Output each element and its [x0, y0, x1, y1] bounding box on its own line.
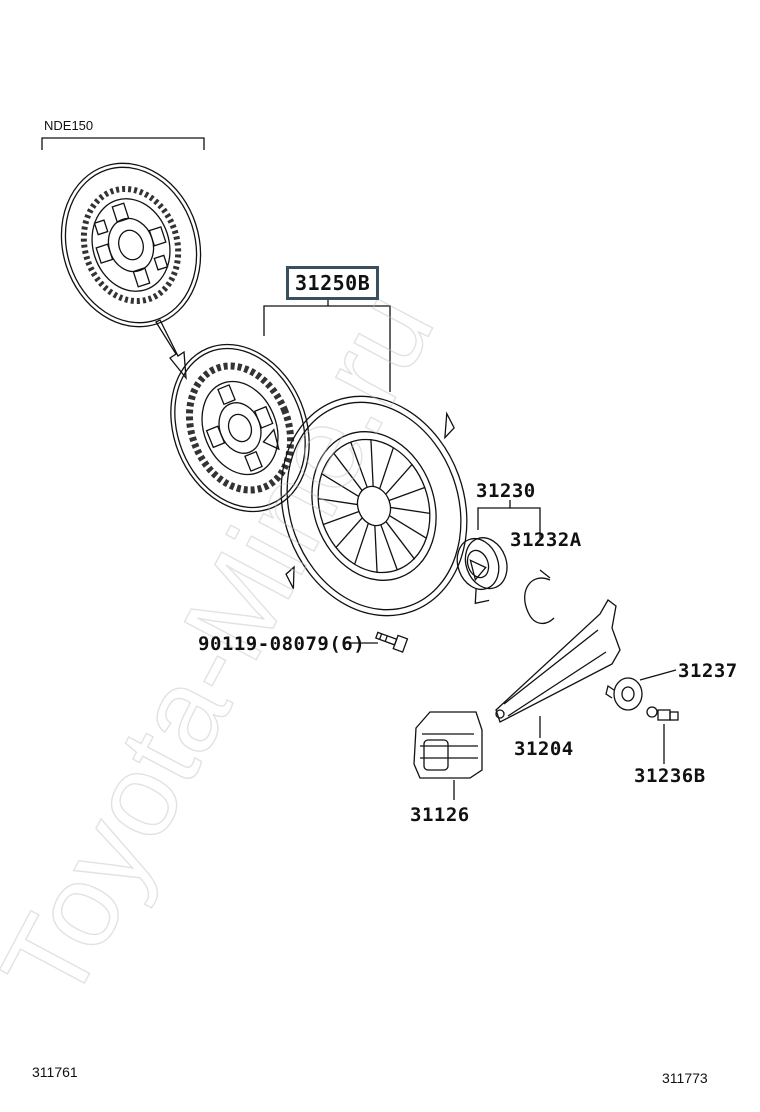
release-bearing [456, 537, 508, 605]
ball-stud [646, 706, 679, 721]
bolt [374, 631, 409, 653]
part-31204[interactable]: 31204 [514, 738, 574, 760]
part-31230[interactable]: 31230 [476, 480, 536, 502]
part-31237[interactable]: 31237 [678, 660, 738, 682]
part-31126[interactable]: 31126 [410, 804, 470, 826]
bearing-bracket [477, 500, 541, 540]
clutch-disc [170, 343, 310, 513]
variant-label: NDE150 [44, 118, 94, 133]
replacement-arrow [155, 319, 187, 381]
nde150-bracket [41, 137, 205, 150]
footer-left-code: 311761 [32, 1064, 78, 1080]
clutch-disc-variant [60, 162, 202, 328]
part-31232a[interactable]: 31232A [510, 529, 582, 551]
release-fork [495, 599, 621, 723]
part-31236b[interactable]: 31236B [634, 765, 706, 787]
bearing-clip [524, 569, 555, 624]
kit-bracket [263, 296, 391, 392]
part-31250b[interactable]: 31250B [286, 266, 380, 300]
footer-right-code: 311773 [662, 1070, 708, 1086]
boot [413, 711, 483, 779]
support-leader [639, 669, 677, 681]
part-90119-08079[interactable]: 90119-08079(6) [198, 633, 366, 655]
clutch-cover [262, 395, 487, 617]
fork-support [605, 677, 643, 711]
